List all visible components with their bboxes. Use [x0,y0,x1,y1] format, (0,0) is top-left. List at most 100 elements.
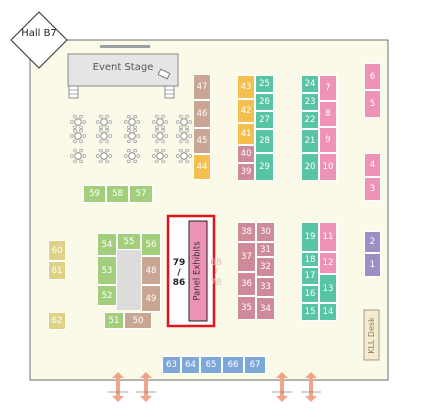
booth-41[interactable]: 41 [237,123,255,145]
chair [176,134,180,138]
chair [79,125,83,130]
chair [70,154,74,158]
chair [152,120,156,124]
booth-20[interactable]: 20 [301,153,319,181]
chair [185,114,189,119]
booth-number: 24 [304,79,316,89]
panel-faint-top: 68 [210,258,222,268]
booth-47[interactable]: 47 [193,74,211,100]
booth-15[interactable]: 15 [301,303,319,321]
booth-55[interactable]: 55 [117,233,141,250]
booth-53[interactable]: 53 [97,256,117,285]
booth-32[interactable]: 32 [256,257,275,277]
booth-58[interactable]: 58 [106,185,129,203]
stage-label: Event Stage [92,62,154,73]
booth-30[interactable]: 30 [256,222,275,242]
panel-exhibits-booth[interactable] [188,220,208,322]
booth-35[interactable]: 35 [237,296,256,320]
chair [176,154,180,158]
booth-25[interactable]: 25 [255,75,274,93]
booth-36[interactable]: 36 [237,272,256,296]
booth-29[interactable]: 29 [255,153,274,181]
panel-exhibits-label-box: Panel Exhibits [189,222,206,320]
booth-23[interactable]: 23 [301,93,319,111]
booth-24[interactable]: 24 [301,75,319,93]
booth-51[interactable]: 51 [104,312,124,329]
booth-45[interactable]: 45 [193,128,211,154]
booth-66[interactable]: 66 [222,356,244,374]
booth-number: 60 [51,245,63,256]
booth-21[interactable]: 21 [301,129,319,153]
booth-37[interactable]: 37 [237,242,256,272]
round-table [128,118,136,126]
booth-17[interactable]: 17 [301,267,319,285]
booth-31[interactable]: 31 [256,242,275,257]
booth-33[interactable]: 33 [256,277,275,297]
booth-number: 32 [260,262,271,272]
kll-desk-label-box: KLL Desk [364,310,379,360]
booth-8[interactable]: 8 [319,101,337,127]
booth-22[interactable]: 22 [301,111,319,129]
booth-44[interactable]: 44 [193,154,211,180]
booth-10[interactable]: 10 [319,153,337,181]
booth-27[interactable]: 27 [255,111,274,129]
booth-59[interactable]: 59 [83,185,106,203]
booth-67[interactable]: 67 [244,356,266,374]
chair [155,139,159,144]
booth-64[interactable]: 64 [181,356,200,374]
chair [79,139,83,144]
booth-11[interactable]: 11 [319,222,337,252]
booth-38[interactable]: 38 [237,222,256,242]
booth-63[interactable]: 63 [162,356,181,374]
booth-42[interactable]: 42 [237,99,255,123]
booth-48[interactable]: 48 [141,256,161,285]
booth-40[interactable]: 40 [237,145,255,163]
booth-62[interactable]: 62 [48,312,66,330]
booth-number: 49 [145,293,157,304]
booth-number: 58 [112,189,123,199]
booth-60[interactable]: 60 [48,240,66,261]
booth-26[interactable]: 26 [255,93,274,111]
booth-1[interactable]: 1 [364,253,381,277]
chair [133,125,137,130]
chair [155,125,159,130]
round-table [100,152,108,160]
booth-28[interactable]: 28 [255,129,274,153]
booth-4[interactable]: 4 [364,153,381,177]
booth-5[interactable]: 5 [364,90,381,118]
chair [185,128,189,133]
booth-7[interactable]: 7 [319,75,337,101]
booth-65[interactable]: 65 [200,356,222,374]
booth-16[interactable]: 16 [301,285,319,303]
booth-52[interactable]: 52 [97,285,117,306]
booth-61[interactable]: 61 [48,261,66,280]
booth-46[interactable]: 46 [193,100,211,128]
booth-6[interactable]: 6 [364,63,381,90]
entrance-arrow-icon [305,372,317,402]
booth-56[interactable]: 56 [141,233,161,256]
kll-desk[interactable] [363,309,380,361]
booth-39[interactable]: 39 [237,163,255,181]
booth-34[interactable]: 34 [256,297,275,320]
booth-number: 48 [145,265,157,276]
booth-9[interactable]: 9 [319,127,337,153]
booth-3[interactable]: 3 [364,177,381,201]
booth-54[interactable]: 54 [97,233,117,256]
booth-number: 34 [260,303,271,314]
booth-57[interactable]: 57 [129,185,153,203]
booth-number: 35 [241,303,252,313]
booth-number: 53 [101,265,113,276]
booth-50[interactable]: 50 [124,312,152,329]
booth-19[interactable]: 19 [301,222,319,252]
booth-49[interactable]: 49 [141,285,161,312]
round-table [74,152,82,160]
chair [73,128,77,133]
chair [164,134,168,138]
booth-number: 54 [101,239,113,250]
booth-43[interactable]: 43 [237,75,255,99]
booth-18[interactable]: 18 [301,252,319,267]
booth-2[interactable]: 2 [364,231,381,253]
booth-14[interactable]: 14 [319,303,337,321]
booth-12[interactable]: 12 [319,252,337,274]
booth-13[interactable]: 13 [319,274,337,303]
